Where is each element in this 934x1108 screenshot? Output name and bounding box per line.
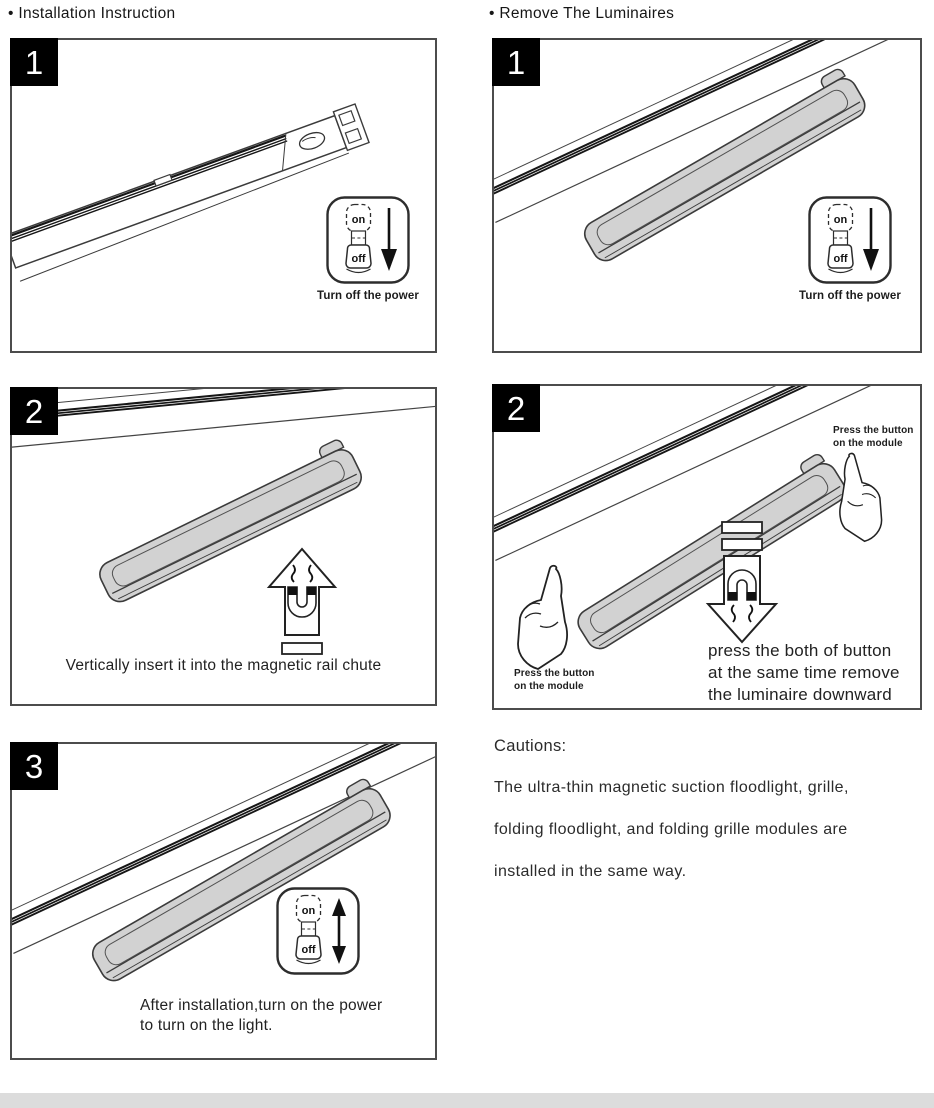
step-number-badge: 3 (10, 742, 58, 790)
luminaire-module-illustration (99, 439, 362, 603)
down-arrow-icon (863, 249, 879, 271)
luminaire-module-illustration (583, 68, 866, 262)
page-footer-bar (0, 1093, 934, 1108)
step-caption: After installation,turn on the power to … (140, 997, 383, 1034)
step-number-badge: 1 (10, 38, 58, 86)
down-arrow-icon (332, 946, 346, 964)
install-step2-panel: 2 Vertically insert it into the magnetic… (10, 387, 437, 706)
remove-step1-panel: 1 on off Turn off the power (492, 38, 922, 353)
remove-module-illustration (494, 386, 920, 670)
power-on-switch-icon: on off (276, 887, 360, 975)
installation-section-title: • Installation Instruction (8, 5, 176, 22)
press-button-label-top: Press the button on the module (833, 425, 914, 449)
step-caption: Turn off the power (317, 290, 419, 302)
magnet-remove-down-icon (705, 521, 779, 644)
press-button-label-bottom: Press the button on the module (514, 668, 595, 692)
switch-on-label: on (834, 214, 848, 226)
pointing-hand-icon (839, 452, 883, 543)
luminaire-module-illustration (577, 454, 846, 650)
cautions-line: folding floodlight, and folding grille m… (494, 821, 848, 838)
power-off-switch-icon: on off (326, 196, 410, 284)
magnet-insert-up-icon (266, 547, 338, 655)
pointing-hand-icon (517, 564, 568, 670)
install-step1-panel: 1 on off Turn off the power (10, 38, 437, 353)
down-arrow-icon (381, 249, 397, 271)
luminaire-module-illustration (91, 778, 391, 982)
remove-step2-panel: 2 Press the button on the module Press t… (492, 384, 922, 710)
insert-module-illustration (12, 389, 435, 655)
installed-module-illustration (12, 744, 435, 982)
step-number-badge: 1 (492, 38, 540, 86)
switch-on-label: on (352, 214, 366, 226)
switch-off-label: off (351, 253, 365, 265)
power-off-switch-icon: on off (808, 196, 892, 284)
step-caption: press the both of button at the same tim… (708, 641, 900, 704)
install-step3-panel: 3 on off After installation,turn on the … (10, 742, 437, 1060)
step-caption: Turn off the power (799, 290, 901, 302)
remove-section-title: • Remove The Luminaires (489, 5, 675, 22)
cautions-line: The ultra-thin magnetic suction floodlig… (494, 779, 849, 796)
up-arrow-icon (332, 898, 346, 916)
magnetic-rail-illustration (12, 103, 370, 282)
step-caption: Vertically insert it into the magnetic r… (65, 657, 382, 674)
switch-off-label: off (833, 253, 847, 265)
switch-off-label: off (301, 944, 315, 956)
switch-on-label: on (302, 905, 316, 917)
step-number-badge: 2 (10, 387, 58, 435)
mounted-module-illustration (494, 40, 920, 262)
cautions-title: Cautions: (494, 737, 567, 755)
step-number-badge: 2 (492, 384, 540, 432)
cautions-line: installed in the same way. (494, 863, 687, 880)
